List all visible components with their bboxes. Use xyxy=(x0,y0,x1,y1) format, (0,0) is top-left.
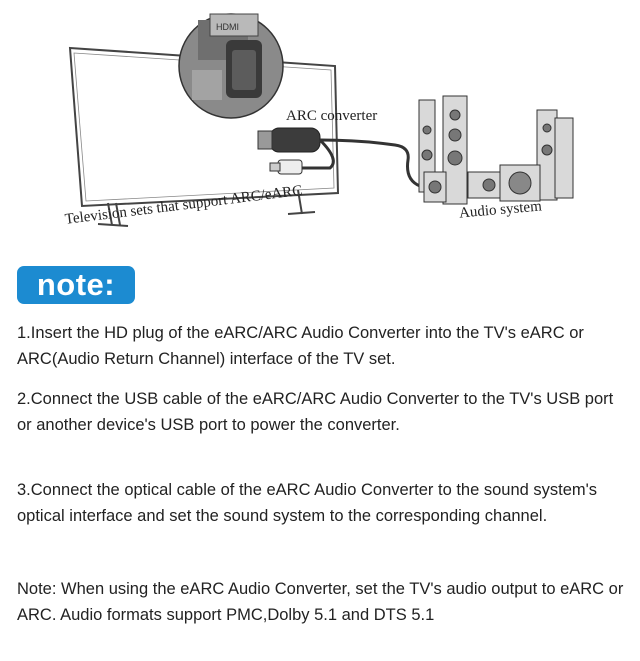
footnote-text: Note: When using the eARC Audio Converte… xyxy=(17,580,624,624)
note-badge: note: xyxy=(17,266,135,304)
step-3-text: 3.Connect the optical cable of the eARC … xyxy=(17,481,598,525)
arc-converter-label: ARC converter xyxy=(286,108,378,124)
diagram-illustration: HDMI xyxy=(68,13,574,227)
step-2-text: 2.Connect the USB cable of the eARC/ARC … xyxy=(17,390,614,434)
step-1-text: 1.Insert the HD plug of the eARC/ARC Aud… xyxy=(17,324,584,368)
connection-diagram: HDMI xyxy=(0,0,640,250)
speaker-system xyxy=(418,95,574,205)
hdmi-port-text: HDMI xyxy=(216,22,239,32)
hdmi-port-zoom: HDMI xyxy=(178,13,284,119)
